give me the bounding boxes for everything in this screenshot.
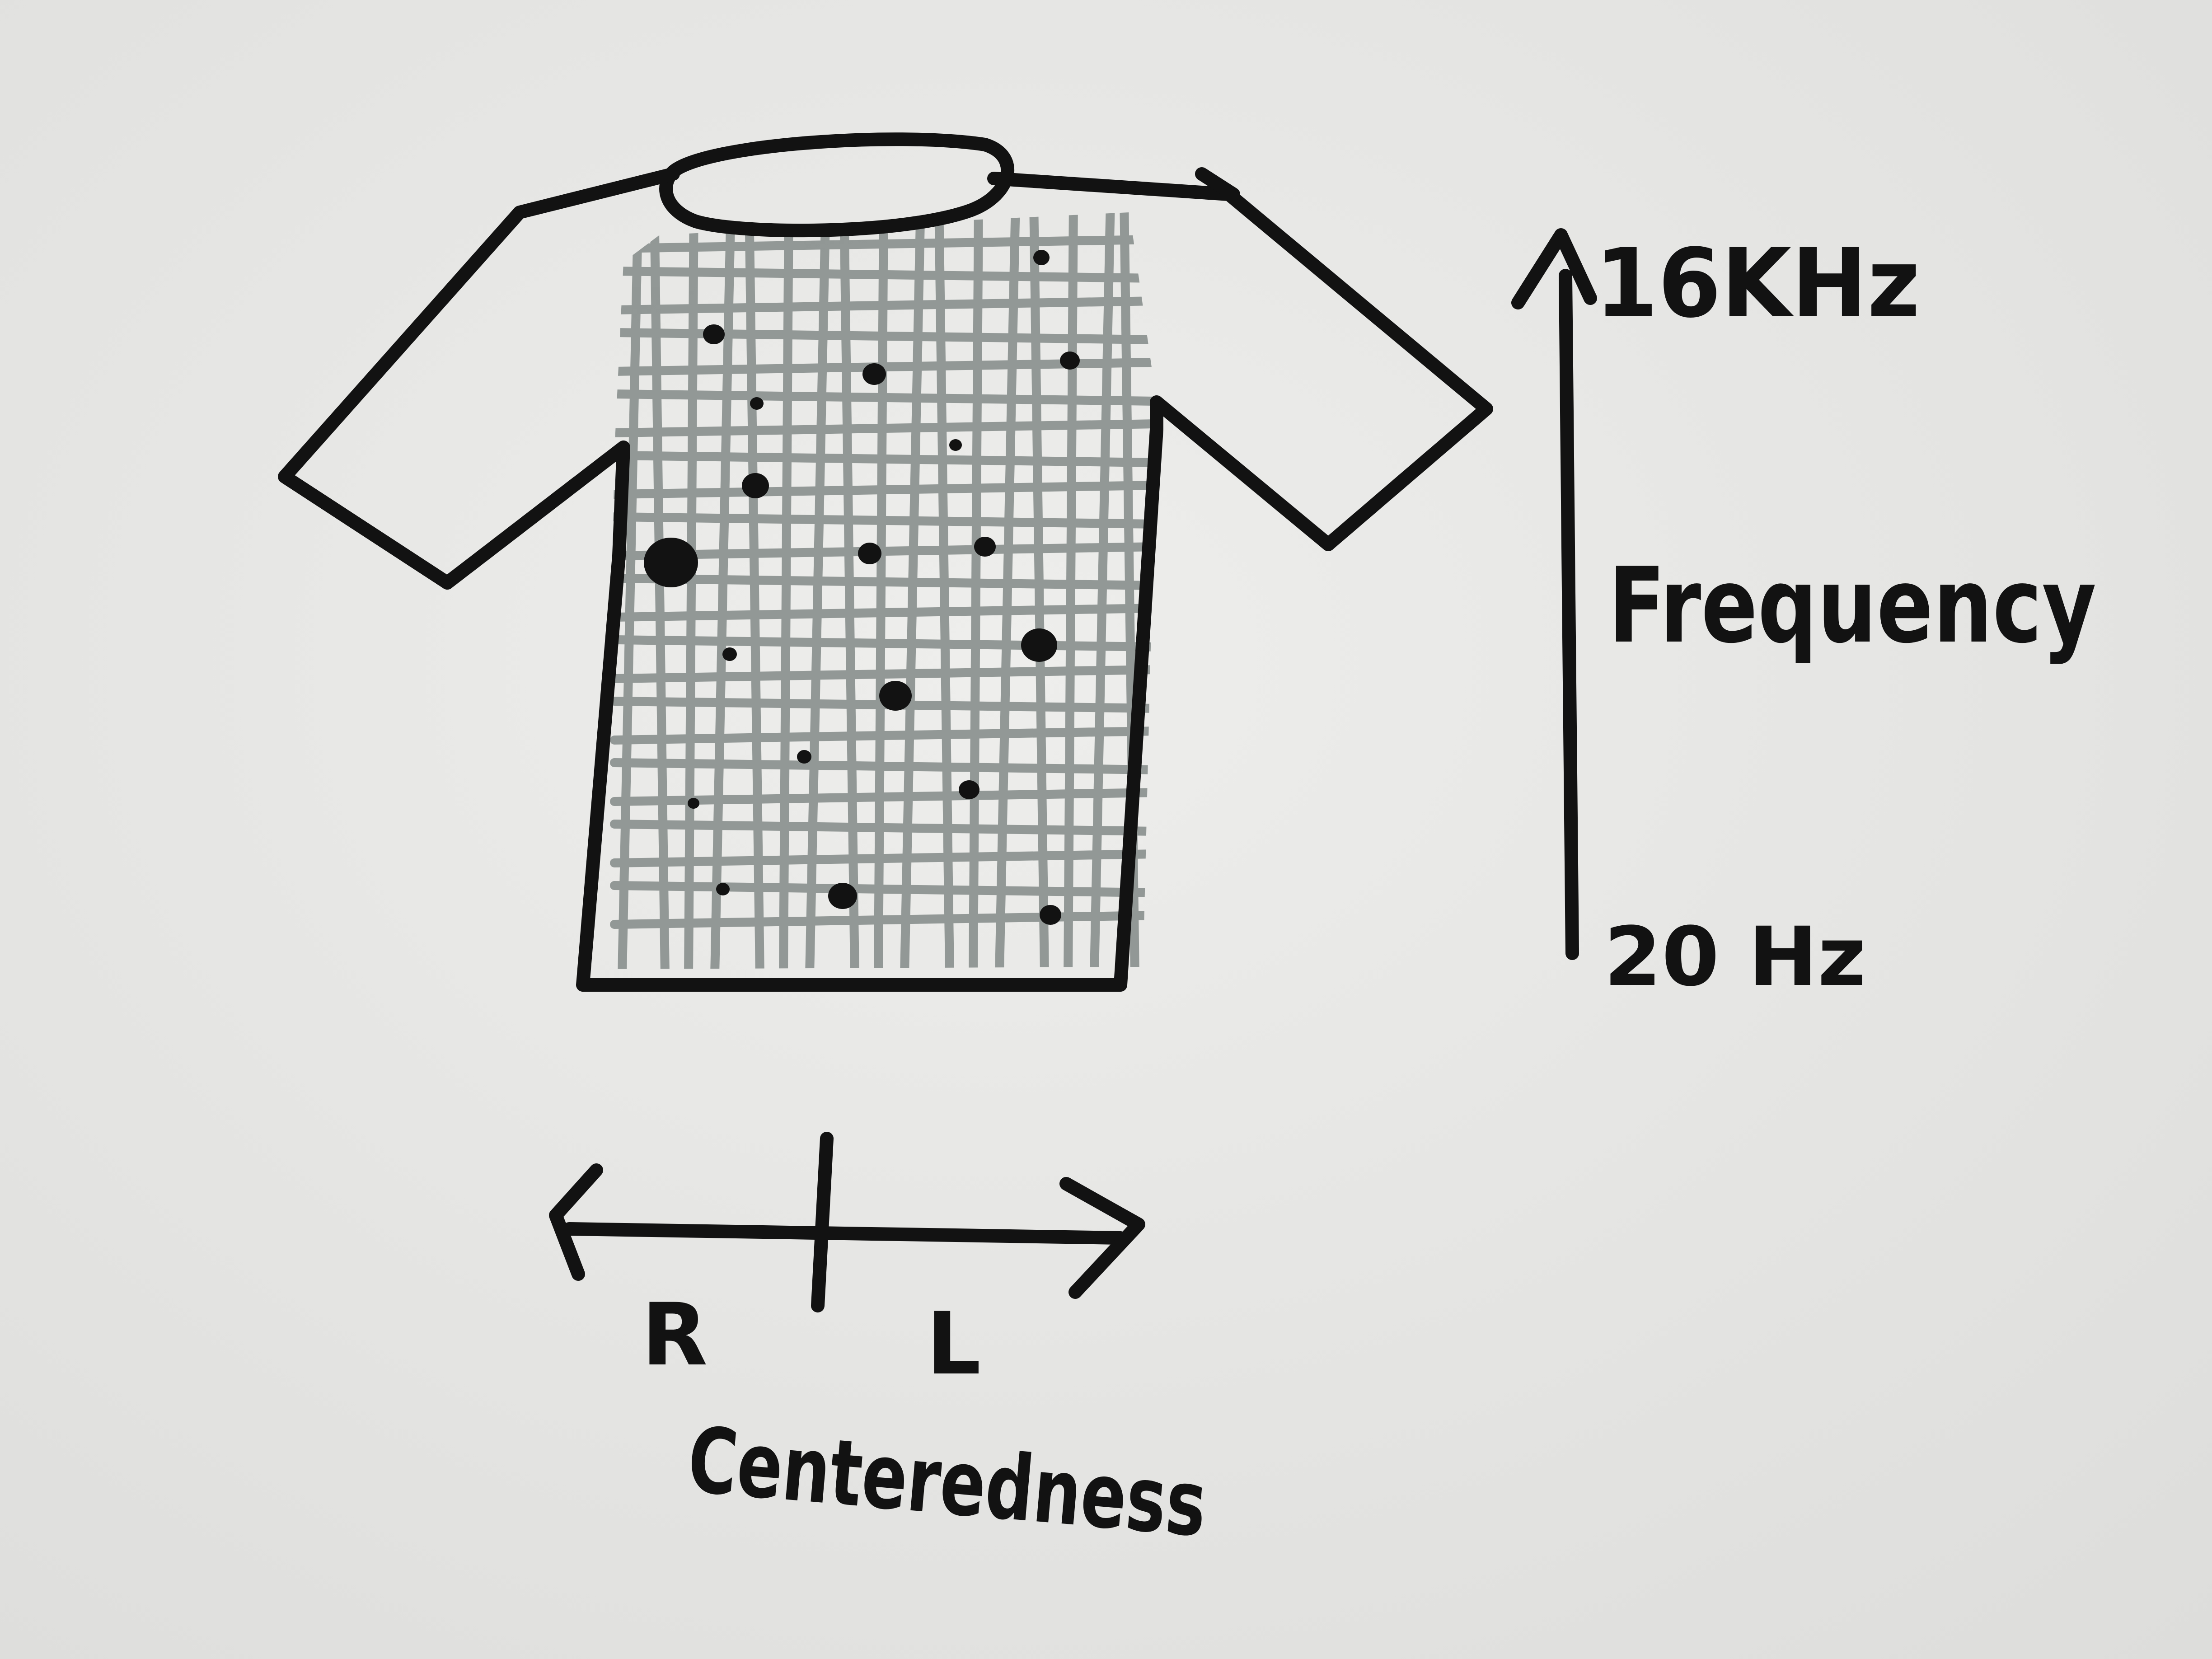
sound-source-dot <box>716 883 730 895</box>
grid-horizontal-line <box>610 881 1157 897</box>
grid-vertical-line <box>745 212 764 969</box>
grid-vertical-line <box>900 212 925 969</box>
shirt-grid <box>610 212 1157 969</box>
sound-source-dot <box>797 750 811 764</box>
grid-horizontal-line <box>610 574 1157 590</box>
sound-source-dot <box>750 397 764 410</box>
sound-source-dot <box>858 543 881 564</box>
grid-vertical-line <box>934 212 954 969</box>
sound-source-dot <box>688 798 699 809</box>
sound-source-dot <box>949 439 962 451</box>
t-shirt-outline <box>278 132 1493 992</box>
grid-horizontal-line <box>610 267 1157 283</box>
sound-source-dot <box>644 538 698 587</box>
sound-source-dot <box>742 473 769 498</box>
grid-horizontal-line <box>610 726 1157 745</box>
sound-source-dot <box>1040 905 1061 925</box>
grid-vertical-line <box>650 212 670 969</box>
grid-horizontal-line <box>610 296 1157 314</box>
shirt-right-shoulder-tick <box>1195 167 1240 201</box>
centeredness-left-arrowhead <box>549 1163 603 1281</box>
grid-horizontal-line <box>610 389 1157 406</box>
grid-vertical-line <box>684 212 698 969</box>
grid-horizontal-line <box>610 542 1157 560</box>
centeredness-axis <box>549 1132 1145 1312</box>
grid-horizontal-line <box>610 512 1157 529</box>
frequency-axis-arrowhead <box>1511 228 1597 309</box>
centeredness-axis-line <box>562 1222 1127 1245</box>
sound-source-dot <box>974 537 996 557</box>
grid-horizontal-line <box>610 758 1157 774</box>
sound-source-dot <box>862 363 886 385</box>
grid-vertical-line <box>839 212 859 969</box>
grid-horizontal-line <box>610 235 1157 253</box>
grid-vertical-line <box>805 212 830 969</box>
frequency-top-label: 16KHz <box>1595 228 1920 339</box>
shirt-neck-collar <box>659 132 1015 238</box>
centeredness-right-arrowhead <box>1059 1177 1145 1299</box>
grid-horizontal-line <box>610 604 1157 622</box>
sound-source-dot <box>703 324 725 344</box>
sound-source-dot <box>1060 351 1080 370</box>
sound-source-dot <box>1021 628 1057 662</box>
shirt-left-shoulder-sleeve <box>278 167 680 590</box>
sound-source-dot <box>828 883 857 909</box>
shirt-left-side <box>441 395 1335 992</box>
sound-source-dot <box>879 681 912 711</box>
grid-horizontal-line <box>610 911 1157 929</box>
shirt-right-shoulder-sleeve <box>987 172 1493 551</box>
grid-horizontal-line <box>610 788 1157 806</box>
grid-horizontal-line <box>610 481 1157 499</box>
frequency-axis-line <box>1559 269 1579 960</box>
grid-vertical-line <box>779 212 793 969</box>
frequency-bottom-label: 20 Hz <box>1604 910 1866 1004</box>
grid-horizontal-line <box>610 419 1157 437</box>
centeredness-center-tick <box>811 1132 834 1312</box>
grid-horizontal-line <box>610 665 1157 683</box>
grid-horizontal-line <box>610 451 1157 467</box>
frequency-axis-label: Frequency <box>1608 546 2096 666</box>
grid-vertical-line <box>710 212 736 969</box>
centeredness-left-label: R <box>642 1285 708 1385</box>
sound-source-dot <box>722 647 737 661</box>
centeredness-right-label: L <box>926 1294 981 1394</box>
sound-source-dot <box>1033 250 1050 265</box>
grid-horizontal-line <box>610 635 1157 651</box>
grid-vertical-line <box>874 212 888 969</box>
grid-horizontal-line <box>610 820 1157 836</box>
grid-horizontal-line <box>610 849 1157 867</box>
frequency-axis <box>1511 228 1597 960</box>
sound-source-dot <box>959 780 979 799</box>
sound-source-dots <box>644 250 1080 925</box>
